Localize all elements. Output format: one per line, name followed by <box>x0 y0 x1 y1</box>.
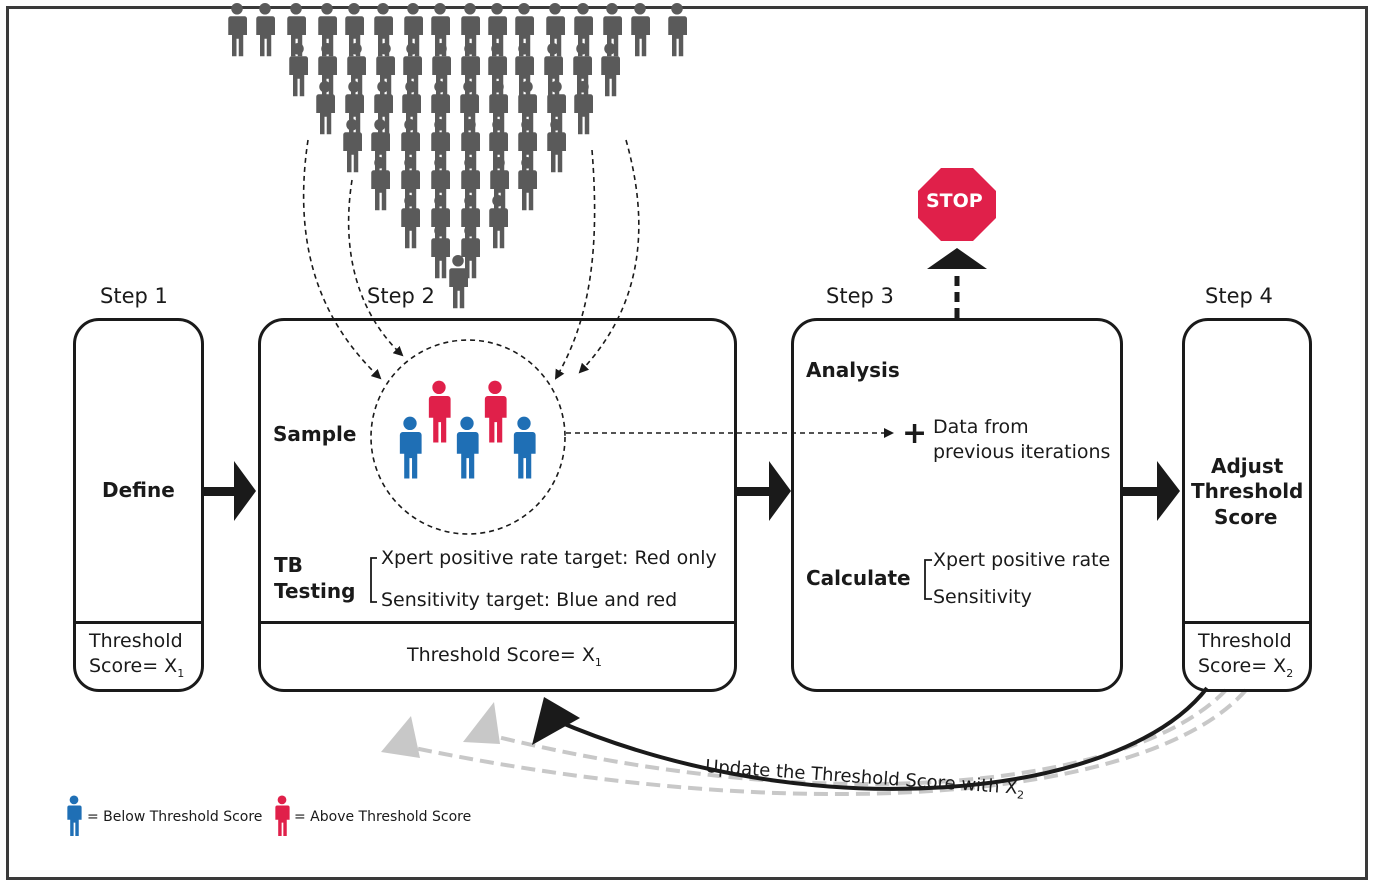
crowd-person-icon <box>371 157 390 211</box>
population-crowd <box>228 2 687 309</box>
step4-divider <box>1184 621 1310 624</box>
crowd-person-icon <box>631 2 650 57</box>
previous-update-arrowheads <box>381 702 500 758</box>
adjust-title-line2: Threshold <box>1191 479 1304 503</box>
step3-label: Step 3 <box>826 284 894 308</box>
sensitivity-target-text: Sensitivity target: Blue and red <box>381 589 678 611</box>
crowd-person-icon <box>547 119 566 173</box>
data-line1: Data from <box>933 416 1029 438</box>
define-title: Define <box>102 478 175 502</box>
step2-label: Step 2 <box>367 284 435 308</box>
analysis-label: Analysis <box>806 358 900 382</box>
stop-sign-icon <box>918 168 996 241</box>
previous-update-arrows <box>399 688 1248 797</box>
step1-footer-line1: Threshold <box>89 630 183 652</box>
calculate-bracket <box>924 559 932 600</box>
legend-above-text: = Above Threshold Score <box>294 809 472 825</box>
tb-testing-line2: Testing <box>274 579 356 603</box>
legend-below-text: = Below Threshold Score <box>87 809 263 825</box>
step1-box <box>73 318 204 692</box>
step1-divider <box>75 621 202 624</box>
legend-blue-person-icon <box>67 795 82 836</box>
step1-label: Step 1 <box>100 284 168 308</box>
testing-bracket <box>370 557 377 603</box>
plus-icon: + <box>902 416 928 451</box>
sample-label: Sample <box>273 422 357 446</box>
adjust-title-line3: Score <box>1214 505 1278 529</box>
calc-sensitivity: Sensitivity <box>933 586 1032 608</box>
calc-xpert-rate: Xpert positive rate <box>933 549 1111 571</box>
step2-box <box>258 318 737 692</box>
update-arrowhead-icon <box>532 697 580 745</box>
sampling-arrows <box>302 139 640 380</box>
tb-testing-line1: TB <box>274 553 303 577</box>
calculate-label: Calculate <box>806 566 911 590</box>
legend-red-person-icon <box>275 795 290 836</box>
crowd-person-icon <box>228 2 247 57</box>
step4-footer-line2: Score= X2 <box>1198 655 1294 680</box>
stop-text: STOP <box>926 190 983 212</box>
sample-circle <box>370 339 566 535</box>
step4-label: Step 4 <box>1205 284 1273 308</box>
crowd-person-icon <box>668 2 687 57</box>
crowd-person-icon <box>256 2 275 57</box>
crowd-person-icon <box>431 225 450 279</box>
step3-box <box>791 318 1123 692</box>
step2-footer: Threshold Score= X1 <box>407 644 602 669</box>
crowd-person-icon <box>401 195 420 249</box>
step2-divider <box>260 621 735 624</box>
step4-footer-line1: Threshold <box>1198 630 1292 652</box>
step1-footer-line2: Score= X1 <box>89 655 185 680</box>
data-line2: previous iterations <box>933 441 1111 463</box>
stop-arrow <box>927 248 987 318</box>
update-arrow <box>554 686 1209 791</box>
xpert-target-text: Xpert positive rate target: Red only <box>381 547 717 569</box>
adjust-title-line1: Adjust <box>1211 454 1284 478</box>
step4-box <box>1182 318 1312 692</box>
flow-arrows <box>203 461 1180 521</box>
crowd-person-icon <box>518 157 537 211</box>
